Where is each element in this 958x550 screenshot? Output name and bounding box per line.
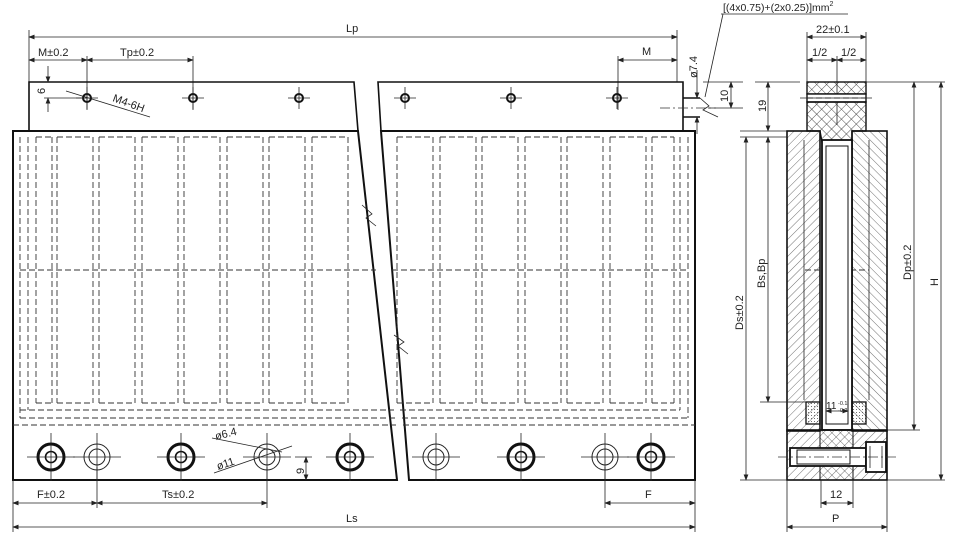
dim-ts-label: Ts±0.2 (162, 489, 194, 501)
tapped-hole (500, 87, 522, 109)
bolt (778, 441, 896, 473)
dim-9-label: 9 (295, 468, 307, 474)
dimension-m-tp: M±0.2 Tp±0.2 (28, 47, 194, 110)
side-bottom-dimensions: 12 P (786, 480, 888, 532)
dim-6-label: 6 (36, 88, 48, 94)
dim-11-label: 11 (826, 401, 837, 412)
mounting-hole (627, 433, 675, 481)
dim-half-left-label: 1/2 (812, 47, 827, 59)
dim-ds-label: Ds±0.2 (734, 295, 746, 330)
hole-dimensions: ø6.4 ø11 9 (211, 426, 312, 481)
side-view: 22±0.1 1/2 1/2 (734, 24, 945, 532)
dim-h-label: H (929, 278, 941, 286)
core-section: 11 -0.1 -0.2 (778, 130, 896, 481)
dim-10-label: 10 (719, 90, 731, 102)
dim-p-label: P (832, 513, 839, 525)
profile-bar: 6 M4-6H (28, 66, 684, 132)
side-vertical-dimensions: 19 Ds±0.2 Bs,Bp Dp±0.2 H (734, 81, 945, 481)
main-body (12, 130, 696, 481)
dim-dp-label: Dp±0.2 (902, 245, 914, 280)
mounting-hole (497, 433, 545, 481)
dim-f-label: F (645, 489, 652, 501)
dim-m-label: M (642, 46, 651, 58)
mounting-hole (27, 433, 75, 481)
mounting-hole (157, 433, 205, 481)
dim-f-tol-label: F±0.2 (37, 489, 65, 501)
mounting-holes (27, 433, 675, 481)
tapped-hole (182, 87, 204, 109)
dim-19-label: 19 (757, 100, 769, 112)
thread-label: M4-6H (111, 93, 146, 116)
dim-lp-label: Lp (346, 23, 358, 35)
tapped-hole (606, 87, 628, 109)
dim-11-tol-upper: -0.1 (838, 401, 847, 407)
dim-ls-label: Ls (346, 513, 358, 525)
dim-12-label: 12 (830, 489, 842, 501)
cable-spec-label: [(4x0.75)+(2x0.25)]mm2 (723, 1, 834, 14)
cable-exit: ø7.4 10 [(4x0.75)+(2x0.25)]mm2 (660, 1, 848, 134)
tapped-holes (76, 87, 628, 109)
dim-hole-small-label: ø6.4 (214, 426, 238, 443)
dim-cable-dia-label: ø7.4 (688, 56, 700, 78)
tapped-hole (76, 87, 98, 109)
tapped-hole (394, 87, 416, 109)
dim-m-tol-label: M±0.2 (38, 47, 69, 59)
tapped-hole (288, 87, 310, 109)
dim-11-tol-lower: -0.2 (838, 408, 847, 414)
potting-cap (800, 81, 872, 149)
dimension-m: M (617, 46, 678, 110)
dim-half-right-label: 1/2 (841, 47, 856, 59)
mounting-hole (326, 433, 374, 481)
dim-hole-large-label: ø11 (215, 456, 236, 473)
dimension-f-ts-ls: F±0.2 Ts±0.2 F Ls (12, 467, 696, 532)
mounting-hole (412, 433, 460, 481)
dim-tp-label: Tp±0.2 (120, 47, 154, 59)
dimension-lp: Lp (28, 23, 678, 82)
front-view: Lp M±0.2 Tp±0.2 M 6 M4-6H (12, 1, 848, 532)
dim-bs-bp-label: Bs,Bp (756, 259, 768, 288)
dim-22-label: 22±0.1 (816, 24, 850, 36)
